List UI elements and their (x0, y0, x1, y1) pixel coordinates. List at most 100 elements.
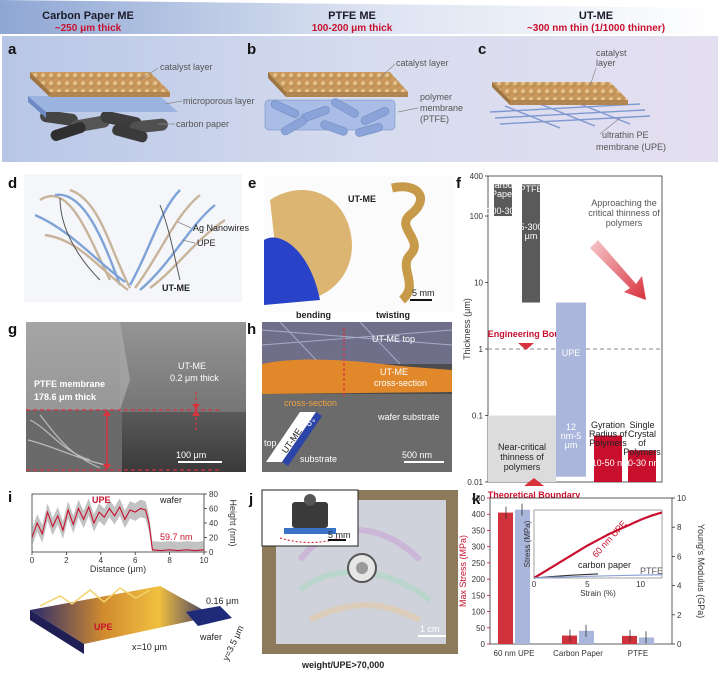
bar-label-gyration: Gyration (591, 420, 625, 430)
bar-label-ptfe: PTFE (519, 184, 542, 194)
label-membrane-upe: membrane (UPE) (596, 142, 666, 152)
label-microporous-layer: microporous layer (183, 96, 255, 106)
y-tick-label-k: 400 (472, 510, 486, 519)
y-tick-label: 0.01 (467, 478, 483, 487)
engineering-boundary-label: Engineering Boundary (488, 329, 585, 339)
catalyst-layer-c (492, 82, 628, 100)
y-axis-title: Thickness (μm) (462, 298, 472, 360)
y-tick-label: 100 (470, 212, 484, 221)
label-polymer: polymer (420, 92, 452, 102)
y-tick-label-i: 0 (209, 548, 214, 557)
y-tick-label-k: 100 (472, 608, 486, 617)
glove-hand (264, 237, 320, 305)
panel-c: c catalyst layer ultrathin PE membrane (… (478, 41, 666, 152)
label-ultrathin-pe: ultrathin PE (602, 130, 649, 140)
approaching-label: polymers (606, 218, 643, 228)
label-ut-me-e: UT-ME (348, 194, 376, 204)
bar-label-crystal: Single (629, 420, 654, 430)
bar-modulus-0 (515, 509, 530, 644)
x-tick-label-i: 2 (64, 556, 69, 565)
label-scale-500nm: 500 nm (402, 450, 432, 460)
panel-letter-h: h (247, 321, 256, 338)
bar-range-upe: μm (565, 440, 578, 450)
profile-line (31, 505, 205, 552)
inset-curve-0 (533, 511, 663, 579)
panel-letter-i: i (8, 489, 12, 506)
label-carbon-paper: carbon paper (176, 119, 229, 129)
ut-me-cross-section (262, 359, 452, 394)
bar-range-carbon: μm (497, 215, 510, 225)
catalyst-layer-b (268, 72, 408, 92)
label-scale-5mm-e: 5 mm (412, 288, 435, 298)
label-wafer-afm: wafer (199, 632, 222, 642)
label-membrane: membrane (420, 103, 463, 113)
bar-label-paper: Paper (491, 189, 515, 199)
y-tick-label-i: 60 (209, 505, 218, 514)
y-tick-label: 400 (470, 172, 484, 181)
inset-area (533, 509, 663, 579)
header-col-2-title: PTFE ME (328, 10, 376, 22)
label-scale-5mm-j: 5 mm (328, 530, 351, 540)
panel-letter-j: j (248, 491, 253, 508)
bar-modulus-1 (579, 630, 594, 644)
y-tick-label-k: 200 (472, 575, 486, 584)
y2-tick-label-k: 0 (677, 640, 682, 649)
y-tick-label: 0.1 (472, 412, 484, 421)
near-critical-region (488, 415, 556, 482)
inset-x-tick: 0 (532, 580, 537, 589)
y2-tick-label-k: 6 (677, 552, 682, 561)
panel-letter-k: k (472, 491, 481, 508)
header-col-3-title: UT-ME (579, 10, 613, 22)
label-bending: bending (296, 310, 331, 320)
near-critical-label: thinness of (500, 452, 544, 462)
panel-letter-c: c (478, 41, 486, 58)
bar-label-upe: UPE (562, 348, 581, 358)
bar-1 (522, 184, 540, 303)
bar-label-crystal: Polymers (623, 447, 661, 457)
bar-label-crystal: Crystal (628, 429, 656, 439)
near-critical-label: Near-critical (498, 442, 546, 452)
inset-x-tick: 5 (585, 580, 590, 589)
x-tick-label-k: PTFE (628, 649, 648, 658)
y-tick-label-k: 450 (472, 494, 486, 503)
bar-range-ptfe: μm (525, 231, 538, 241)
y2-axis-title-k: Young's Modulus (GPa) (696, 524, 706, 618)
panel-letter-g: g (8, 321, 17, 338)
afm-3d-map: UPE wafer 0.16 μm x=10 μm y=3.5 μm (30, 586, 246, 662)
header-gradient (0, 0, 720, 34)
inset-schematic (266, 412, 316, 462)
inset-x-tick: 10 (636, 580, 645, 589)
label-upe-d: UPE (197, 238, 216, 248)
header: Carbon Paper ME ~250 μm thick PTFE ME 10… (0, 0, 720, 34)
bar-label-crystal: of (638, 438, 646, 448)
y-tick-label-i: 40 (209, 519, 218, 528)
x-tick-label-i: 4 (99, 556, 104, 565)
y-tick-label-k: 150 (472, 591, 486, 600)
header-col-1-title: Carbon Paper ME (42, 10, 134, 22)
panel-j: j 5 mm 1 cm weight/UPE>70,000 (248, 489, 458, 670)
ptfe-fibers (264, 98, 396, 137)
y2-tick-label-k: 2 (677, 611, 682, 620)
profile-band (32, 498, 204, 552)
bar-stress-2 (622, 635, 637, 644)
x-tick-label-i: 0 (30, 556, 35, 565)
approaching-arrow (590, 240, 646, 300)
bar-stress-1 (562, 635, 577, 644)
ag-nanowire-mesh (34, 188, 226, 291)
y-tick-label-k: 350 (472, 526, 486, 535)
theoretical-arrow (524, 478, 544, 486)
label-substrate: substrate (300, 454, 337, 464)
bar-label-gyration: Polymers (589, 438, 627, 448)
header-col-1-subtitle: ~250 μm thick (55, 23, 122, 34)
bar-range-ptfe: 5-300 (519, 222, 542, 232)
label-wafer-substrate: wafer substrate (377, 412, 440, 422)
label-x-range: x=10 μm (132, 642, 167, 652)
header-col-3-subtitle: ~300 nm thin (1/1000 thinner) (527, 23, 665, 34)
panel-a: a catalyst layer microporous layer carbo… (8, 41, 255, 143)
bar-stress-0 (498, 512, 513, 644)
bar-range-upe: nm-5 (561, 431, 582, 441)
label-cross-section-h: cross-section (374, 378, 427, 388)
label-layer-c: layer (596, 58, 616, 68)
header-col-2-subtitle: 100-200 μm thick (312, 23, 393, 34)
